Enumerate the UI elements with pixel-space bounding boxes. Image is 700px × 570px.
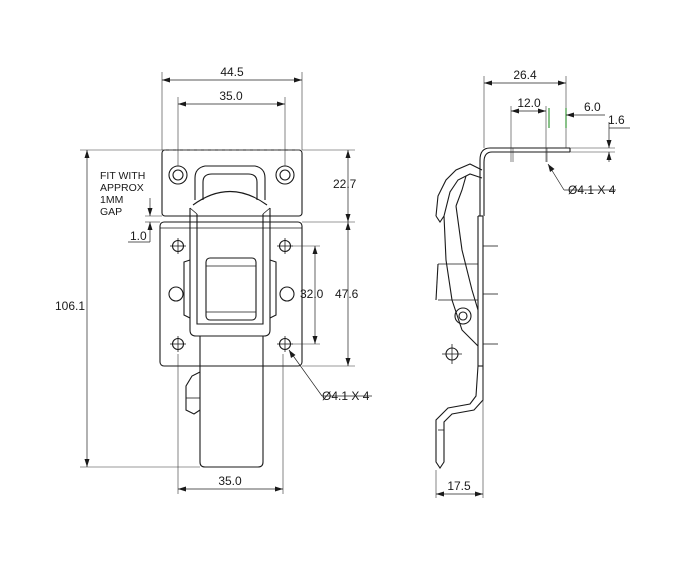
side-base-plate xyxy=(477,215,498,367)
side-view: 26.4 12.0 6.0 1.6 xyxy=(435,68,630,498)
dim-thickness: 1.6 xyxy=(606,113,630,162)
dim-upper-height: 22.7 xyxy=(333,150,357,222)
fit-note-line-4: GAP xyxy=(100,206,122,218)
dim-label-47-6: 47.6 xyxy=(335,287,359,301)
fit-note-line-2: APPROX xyxy=(100,182,144,194)
side-lever-tail xyxy=(435,365,484,469)
dim-overall-height: 106.1 xyxy=(55,150,90,467)
dim-label-1-6: 1.6 xyxy=(608,113,625,127)
side-catch xyxy=(185,371,201,415)
fit-note-line-1: FIT WITH xyxy=(100,170,145,182)
side-pivot xyxy=(442,344,462,364)
front-extension-lines xyxy=(80,72,355,494)
dim-label-32-0: 32.0 xyxy=(300,287,324,301)
dim-label-1-0: 1.0 xyxy=(130,229,147,243)
fit-note-line-3: 1MM xyxy=(100,194,123,206)
dim-label-106-1: 106.1 xyxy=(55,299,85,313)
base-plate xyxy=(159,221,303,367)
front-hole-callout: Ø4.1 X 4 xyxy=(288,349,372,403)
dim-base-depth: 17.5 xyxy=(436,479,483,497)
lever-handle xyxy=(199,257,264,468)
side-lever xyxy=(435,205,479,347)
dim-label-22-7: 22.7 xyxy=(333,177,357,191)
front-hole-callout-label: Ø4.1 X 4 xyxy=(322,389,370,403)
dim-lower-height: 47.6 xyxy=(335,222,359,366)
dim-bottom-width: 35.0 xyxy=(178,474,283,492)
dim-label-35-top: 35.0 xyxy=(219,89,243,103)
side-hole-callout-label: Ø4.1 X 4 xyxy=(568,183,616,197)
fit-note: FIT WITH APPROX 1MM GAP xyxy=(100,170,145,218)
side-keeper xyxy=(479,147,571,216)
dim-hole-pitch: 32.0 xyxy=(300,246,324,344)
dim-label-44-5: 44.5 xyxy=(220,65,244,79)
side-hole-callout: Ø4.1 X 4 xyxy=(547,163,616,197)
latch-hook xyxy=(192,165,268,206)
dim-label-6-0: 6.0 xyxy=(584,100,601,114)
dim-keeper-end: 6.0 xyxy=(548,100,605,128)
mounting-holes xyxy=(168,238,295,352)
dim-label-17-5: 17.5 xyxy=(447,479,471,493)
side-hook xyxy=(435,163,483,223)
keeper-plate xyxy=(161,149,303,217)
dim-label-35-bottom: 35.0 xyxy=(218,474,242,488)
dim-label-26-4: 26.4 xyxy=(513,68,537,82)
dim-label-12-0: 12.0 xyxy=(517,96,541,110)
front-view: 44.5 35.0 35.0 106.1 22.7 xyxy=(55,65,372,494)
side-extension-lines xyxy=(435,76,615,498)
dim-top-hole-spacing: 35.0 xyxy=(178,89,285,107)
dim-gap: 1.0 xyxy=(128,198,153,243)
dim-overall-width: 44.5 xyxy=(162,65,302,83)
dim-keeper-hole-pos: 12.0 xyxy=(511,96,546,114)
dim-keeper-length: 26.4 xyxy=(484,68,566,86)
lever-frame xyxy=(183,207,277,337)
